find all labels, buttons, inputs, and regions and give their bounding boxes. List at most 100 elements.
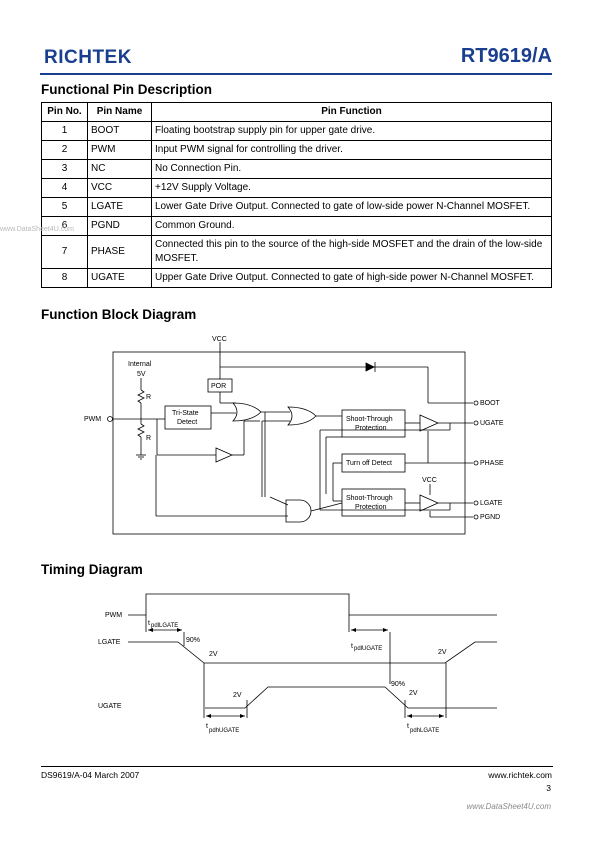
ugate-90-label: 90% [391,681,405,688]
tristate-label-2: Detect [177,419,197,426]
ugate-2v-fall-label: 2V [409,690,418,697]
lgate-waveform [128,641,497,664]
tpdh-ugate-t: t [206,723,208,730]
block-section-title: Function Block Diagram [41,307,197,322]
pin-name: NC [87,159,152,179]
footer-doc-id: DS9619/A-04 March 2007 [41,770,140,780]
table-row: 1 BOOT Floating bootstrap supply pin for… [41,121,552,141]
tpdl-ugate-sub: pdlUGATE [354,646,382,652]
boot-pin-icon [473,400,479,406]
tpdh-lgate-sub: pdhLGATE [410,728,439,734]
por-label: POR [211,383,226,390]
pin-name: BOOT [87,121,152,141]
phase-pin-label: PHASE [480,460,504,467]
v5-label: 5V [137,371,146,378]
table-row: 3 NC No Connection Pin. [41,159,552,179]
r1-label: R [146,394,151,401]
stp1-label-1: Shoot-Through [346,416,393,423]
timing-ugate-label: UGATE [98,703,122,710]
table-row: 5 LGATE Lower Gate Drive Output. Connect… [41,197,552,217]
tristate-detect-block [164,405,212,430]
column-header: Pin No. [41,102,88,122]
lgate-90-label: 90% [186,637,200,644]
pwm-waveform [128,593,497,616]
pgnd-pin-icon [473,514,479,520]
tpdh-ugate-sub: pdhUGATE [209,728,239,734]
and-gate [285,499,312,523]
pin-function: Floating bootstrap supply pin for upper … [151,121,552,141]
internal-label: Internal [128,361,152,368]
part-number: RT9619/A [460,45,552,67]
pin-name: PWM [87,140,152,160]
ugate-waveform [205,686,497,709]
tpdl-ugate-t: t [351,643,353,650]
pin-function: Input PWM signal for controlling the dri… [151,140,552,160]
pin-number: 1 [41,121,88,141]
pin-number: 2 [41,140,88,160]
chip-outline [112,351,466,535]
lgate-2v-rise-label: 2V [438,649,447,656]
table-row: 4 VCC +12V Supply Voltage. [41,178,552,198]
pwm-pin-label: PWM [84,416,101,423]
or-gate-1 [232,402,262,422]
lgate-pin-icon [473,500,479,506]
column-header: Pin Name [87,102,152,122]
lgate-2v-label: 2V [209,651,218,658]
pin-name: VCC [87,178,152,198]
ugate-2v-rise-label: 2V [233,692,242,699]
timing-pwm-label: PWM [105,612,122,619]
footer-website: www.richtek.com [488,770,552,780]
tpdl-lgate-sub: pdlLGATE [151,623,178,629]
ugate-pin-label: UGATE [480,420,504,427]
tristate-label-1: Tri-State [172,410,199,417]
stp2-label-1: Shoot-Through [346,495,393,502]
pin-table: Pin No. Pin Name Pin Function 1 BOOT Flo… [41,102,552,288]
pin-name: PHASE [87,235,152,269]
pwm-pin-icon [107,416,113,422]
lgate-pin-label: LGATE [480,500,503,507]
pin-name: UGATE [87,268,152,288]
shoot-through-block-1 [341,409,406,438]
page-number: 3 [546,783,551,793]
pin-function: Common Ground. [151,216,552,236]
stp2-label-2: Protection [355,504,387,511]
table-row: 8 UGATE Upper Gate Drive Output. Connect… [41,268,552,288]
pin-number: 5 [41,197,88,217]
pin-name: LGATE [87,197,152,217]
tpdl-lgate-t: t [148,620,150,627]
or-gate-2 [287,406,317,426]
stp1-label-2: Protection [355,425,387,432]
tpdh-lgate-t: t [407,723,409,730]
r2-label: R [146,435,151,442]
pin-function: No Connection Pin. [151,159,552,179]
function-block-diagram: VCC Internal 5V R R PWM POR Tri-State De… [84,336,504,535]
table-row: 6 PGND Common Ground. [41,216,552,236]
pin-function: Upper Gate Drive Output. Connected to ga… [151,268,552,288]
pins-section-title: Functional Pin Description [41,82,213,97]
pin-function: Lower Gate Drive Output. Connected to ga… [151,197,552,217]
comparator-buffer [215,447,233,463]
shoot-through-block-2 [341,488,406,517]
timing-lgate-label: LGATE [98,639,121,646]
timing-section-title: Timing Diagram [41,562,143,577]
table-header-row: Pin No. Pin Name Pin Function [41,102,552,122]
footer-divider [41,766,553,767]
watermark-bottom: www.DataSheet4U.com [466,802,551,811]
ugate-driver [419,414,439,432]
vcc-top-label: VCC [212,336,227,343]
pin-number: 3 [41,159,88,179]
pgnd-pin-label: PGND [480,514,500,521]
ugate-pin-icon [473,420,479,426]
timing-diagram: PWM LGATE UGATE t pdlLGATE t pdlUGATE t … [98,593,497,734]
brand-logo: RICHTEK [44,47,132,68]
pin-function: Connected this pin to the source of the … [151,235,552,269]
column-header: Pin Function [151,102,552,122]
header-divider [40,73,552,75]
pin-number: 8 [41,268,88,288]
boot-pin-label: BOOT [480,400,501,407]
turnoff-label: Turn off Detect [346,460,392,467]
watermark-left: www.DataSheet4U.com [0,226,74,233]
phase-pin-icon [473,460,479,466]
pin-number: 4 [41,178,88,198]
pin-name: PGND [87,216,152,236]
